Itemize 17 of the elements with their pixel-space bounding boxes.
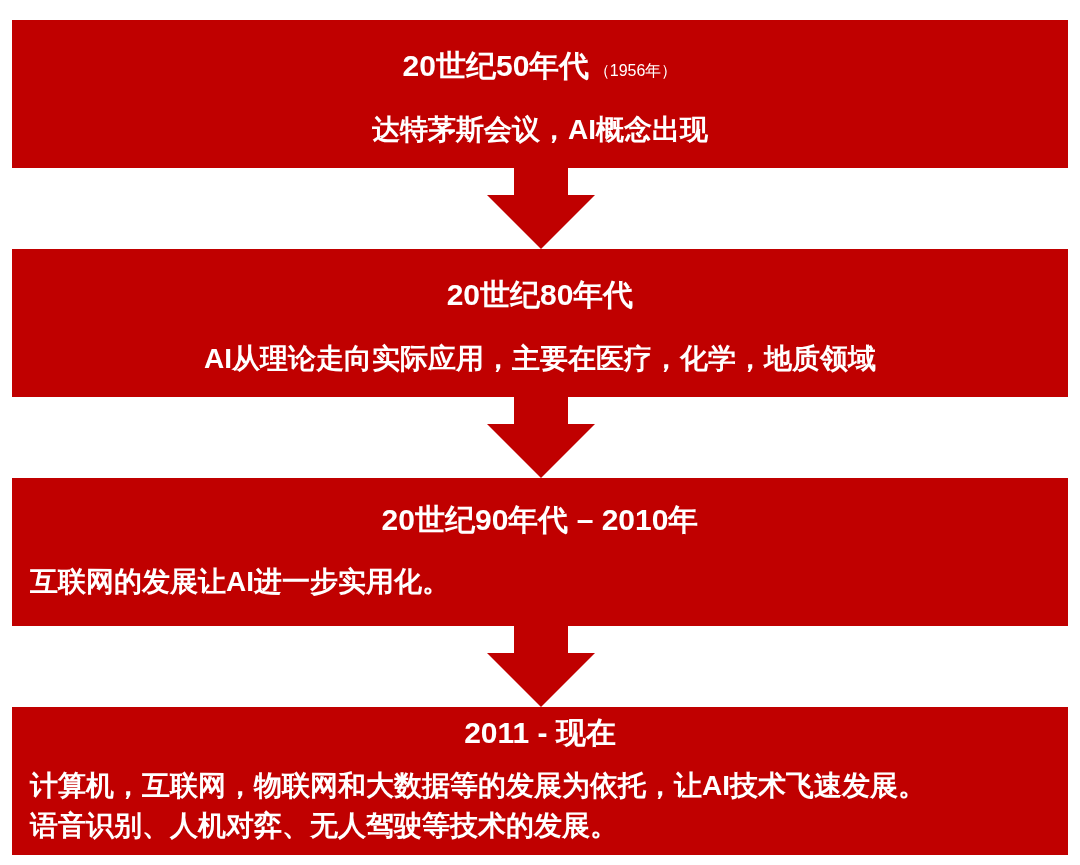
- period-heading: 20世纪90年代 – 2010年: [381, 503, 699, 536]
- description-text: 达特茅斯会议，AI概念出现: [372, 114, 708, 145]
- period-box: [12, 249, 1068, 397]
- year-note: （1956年）: [593, 62, 678, 79]
- period-heading: 20世纪80年代: [446, 278, 634, 311]
- description-text: 语音识别、人机对弈、无人驾驶等技术的发展。: [30, 810, 618, 841]
- period-heading: 20世纪50年代: [402, 49, 590, 82]
- block-arrow: [487, 168, 595, 249]
- block-arrow: [487, 397, 595, 478]
- description-text: AI从理论走向实际应用，主要在医疗，化学，地质领域: [204, 343, 876, 374]
- period-heading: 2011 - 现在: [464, 716, 616, 749]
- block-arrow: [487, 626, 595, 707]
- period-box: [12, 478, 1068, 626]
- description-text: 互联网的发展让AI进一步实用化。: [30, 566, 450, 597]
- description-text: 计算机，互联网，物联网和大数据等的发展为依托，让AI技术飞速发展。: [30, 770, 926, 801]
- period-box: [12, 707, 1068, 855]
- period-box: [12, 20, 1068, 168]
